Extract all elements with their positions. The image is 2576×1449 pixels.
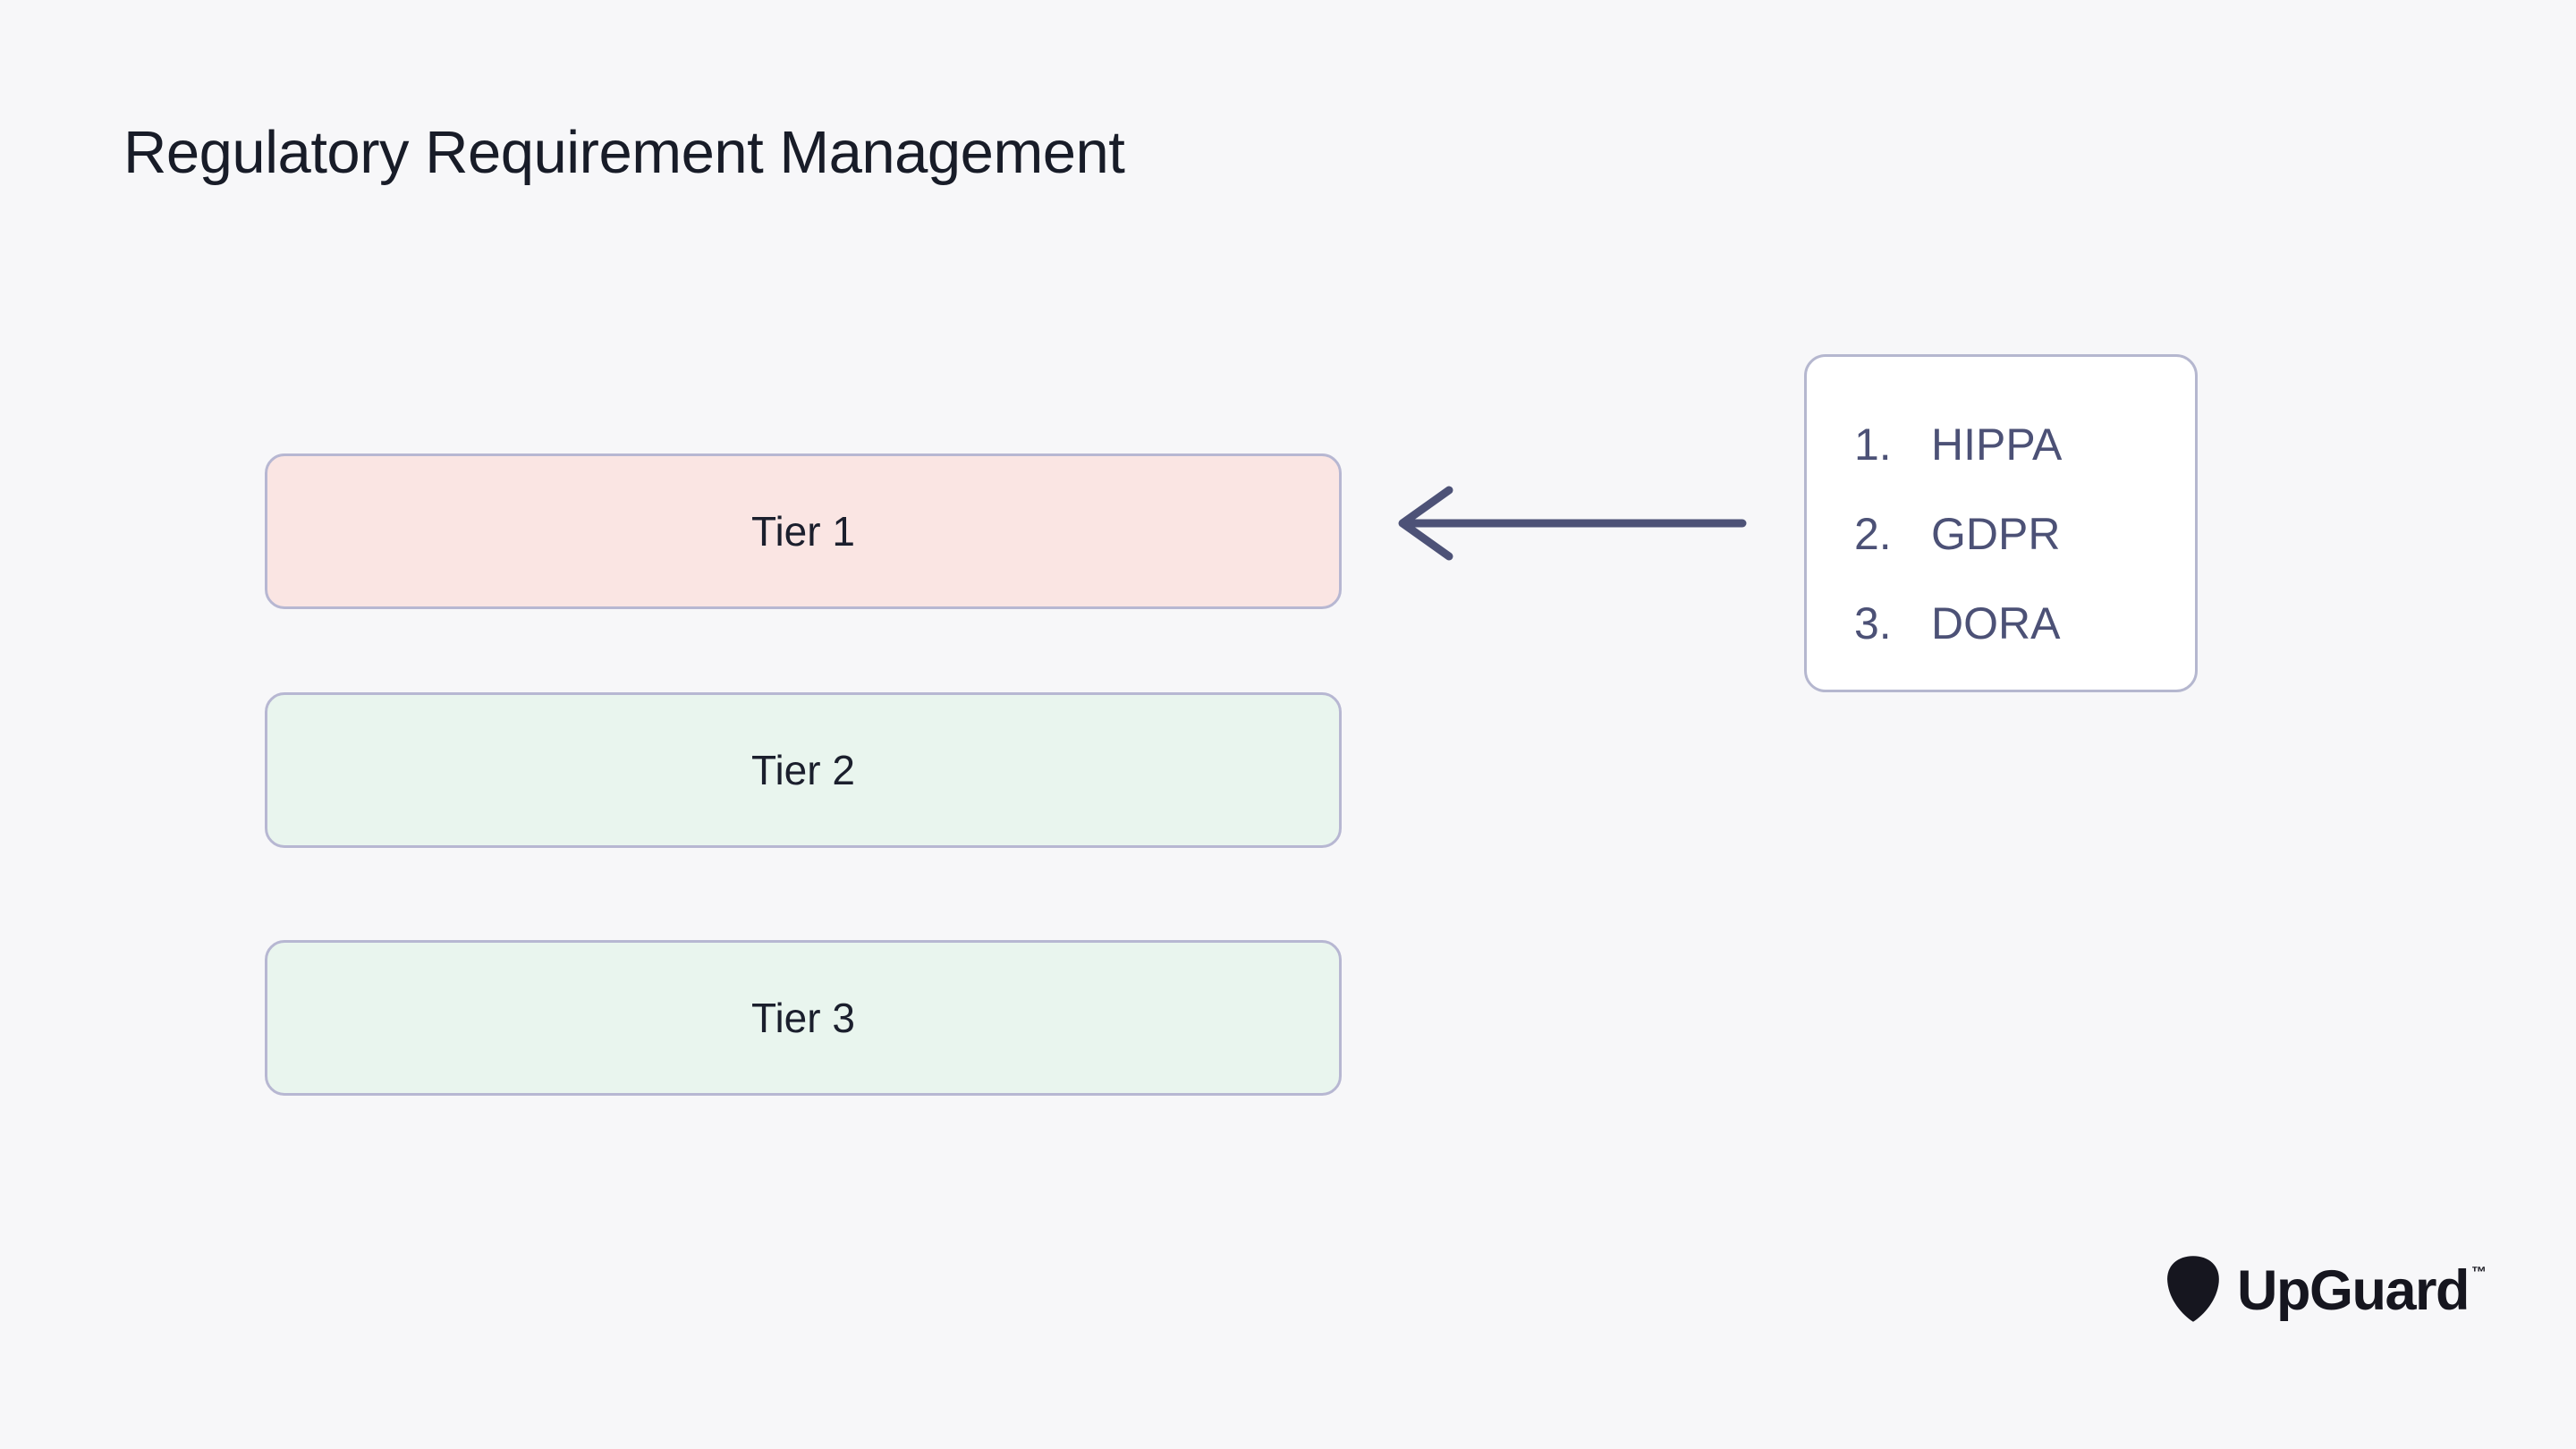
tier-1-label: Tier 1: [751, 508, 855, 555]
tier-2-box: Tier 2: [265, 692, 1342, 848]
tier-3-label: Tier 3: [751, 995, 855, 1041]
regulations-card: 1. HIPPA 2. GDPR 3. DORA: [1804, 354, 2198, 692]
regulation-item-dora: 3. DORA: [1854, 579, 2195, 668]
page-title: Regulatory Requirement Management: [123, 119, 1125, 186]
regulation-number: 1.: [1854, 419, 1892, 470]
regulation-label: GDPR: [1931, 509, 2061, 559]
regulation-label: HIPPA: [1931, 419, 2063, 470]
regulation-item-hippa: 1. HIPPA: [1854, 400, 2195, 489]
regulation-number: 2.: [1854, 509, 1892, 559]
upguard-pick-icon: [2165, 1254, 2222, 1328]
left-arrow-icon: [1392, 483, 1750, 564]
regulation-number: 3.: [1854, 598, 1892, 648]
brand-text: UpGuard: [2237, 1259, 2470, 1322]
tier-1-box: Tier 1: [265, 453, 1342, 609]
tier-3-box: Tier 3: [265, 940, 1342, 1096]
regulation-label: DORA: [1931, 598, 2061, 648]
tier-2-label: Tier 2: [751, 747, 855, 793]
trademark-symbol: ™: [2471, 1264, 2487, 1281]
regulation-item-gdpr: 2. GDPR: [1854, 489, 2195, 579]
